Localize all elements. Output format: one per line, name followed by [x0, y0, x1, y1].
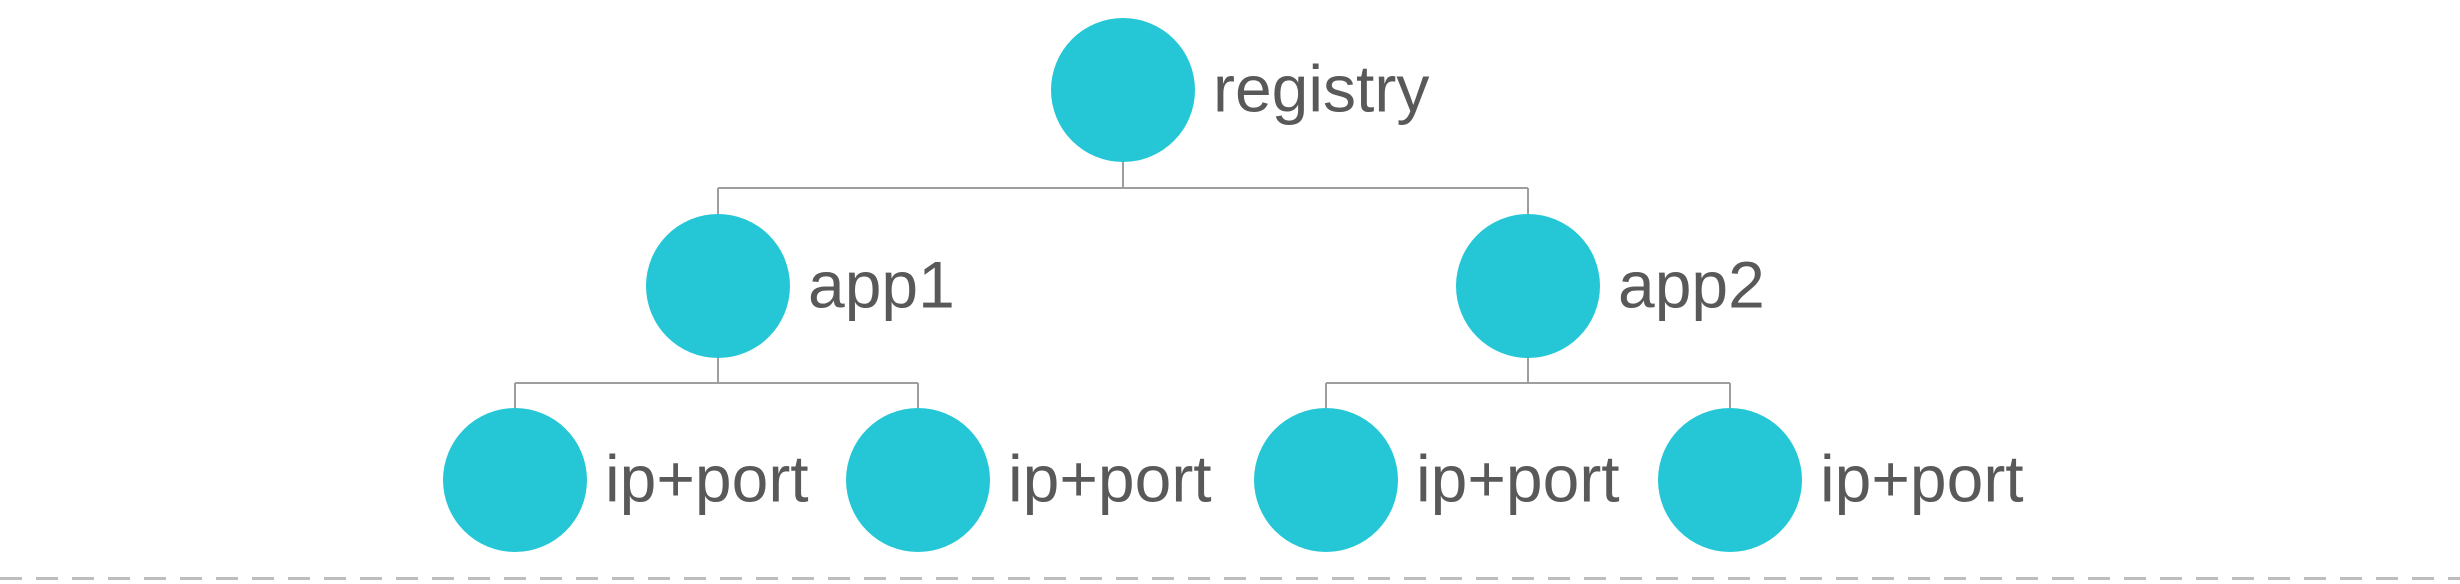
bottom-dashed-rule — [0, 577, 2460, 580]
node-label-ip-port-3: ip+port — [1416, 441, 1620, 516]
node-circle-registry — [1051, 18, 1195, 162]
node-circle-ip-port-4 — [1658, 408, 1802, 552]
node-label-ip-port-1: ip+port — [605, 441, 809, 516]
node-circle-app2 — [1456, 214, 1600, 358]
node-circle-app1 — [646, 214, 790, 358]
node-circle-ip-port-2 — [846, 408, 990, 552]
node-label-ip-port-4: ip+port — [1820, 441, 2024, 516]
node-label-app2: app2 — [1618, 247, 1765, 322]
node-circle-ip-port-3 — [1254, 408, 1398, 552]
node-label-app1: app1 — [808, 247, 955, 322]
node-label-ip-port-2: ip+port — [1008, 441, 1212, 516]
node-circle-ip-port-1 — [443, 408, 587, 552]
node-label-registry: registry — [1213, 51, 1430, 126]
